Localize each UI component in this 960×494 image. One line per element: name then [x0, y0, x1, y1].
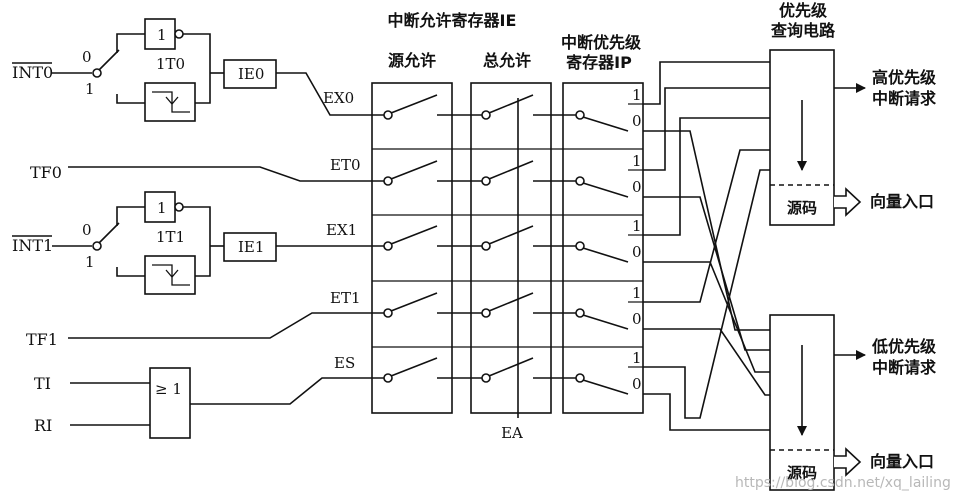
ri-label: RI: [34, 416, 52, 435]
source-enable-label: 源允许: [388, 51, 436, 70]
source-enable-box: [371, 82, 453, 414]
global-enable-box: [470, 82, 552, 414]
high-priority-query-box: [769, 49, 835, 226]
ip-bit-high: 1: [632, 217, 642, 235]
int1-inverter-symbol: 1: [157, 199, 167, 217]
low-vector-entry-arrow: [834, 447, 862, 477]
int0-selector-blade: [98, 49, 120, 71]
ip-bit-high: 1: [632, 349, 642, 367]
ip-bit-high: 1: [632, 284, 642, 302]
low-priority-wiring: [643, 130, 770, 431]
high-priority-wiring: [643, 61, 770, 419]
ie1-flag-box: [223, 232, 277, 262]
int1-inverter-bubble: [174, 202, 184, 212]
et0-label: ET0: [330, 156, 361, 174]
int0-input-block: INT0 0 1 1 1T0 IE0 EX0: [12, 18, 384, 122]
tf1-input-block: TF1 ET1: [26, 289, 384, 349]
ip-bit-low: 0: [632, 112, 642, 130]
register-row-dividers: [372, 148, 643, 348]
it1-label: 1T1: [156, 228, 185, 246]
high-priority-request-line1: 高优先级: [872, 68, 937, 87]
ie-register-title: 中断允许寄存器IE: [388, 11, 517, 30]
priority-circuit-title-line1: 优先级: [779, 1, 828, 20]
et1-label: ET1: [330, 289, 361, 307]
ex0-label: EX0: [323, 89, 354, 107]
serial-input-block: TI RI ≥ 1 ES: [34, 354, 384, 439]
ip-bit-labels: 1 0 1 0 1 0 1 0 1 0: [632, 86, 642, 393]
int1-selector-blade: [98, 222, 120, 244]
int0-zero-label: 0: [82, 48, 92, 66]
ip-bit-high: 1: [632, 86, 642, 104]
watermark-text: https://blog.csdn.net/xq_lailing: [735, 475, 951, 491]
int0-edge-detector: [144, 82, 196, 122]
int1-input-block: INT1 0 1 1 1T1 IE1 EX1: [12, 191, 384, 295]
ip-bit-low: 0: [632, 178, 642, 196]
ie0-flag-box: [223, 59, 277, 89]
high-vector-entry-label: 向量入口: [870, 192, 934, 211]
ip-bit-low: 0: [632, 375, 642, 393]
ti-label: TI: [34, 374, 51, 393]
int1-inverter-gate: [144, 191, 176, 223]
int1-one-label: 1: [85, 253, 95, 271]
it0-label: 1T0: [156, 55, 185, 73]
global-enable-switches: [481, 94, 576, 383]
int1-label: INT1: [12, 236, 53, 255]
high-vector-entry-arrow: [834, 187, 862, 217]
ip-bit-low: 0: [632, 310, 642, 328]
source-enable-switches: [383, 94, 482, 383]
or-gate: [149, 367, 191, 439]
low-priority-request-line1: 低优先级: [871, 337, 937, 356]
int0-label: INT0: [12, 63, 53, 82]
high-source-code-label: 源码: [787, 199, 817, 217]
global-enable-label: 总允许: [483, 51, 531, 70]
low-priority-request-line2: 中断请求: [872, 358, 937, 377]
tf0-input-block: TF0 ET0: [30, 156, 384, 182]
tf1-label: TF1: [26, 330, 58, 349]
ip-register-switches: [575, 110, 629, 395]
int0-one-label: 1: [85, 80, 95, 98]
ea-label: EA: [501, 424, 523, 442]
es-label: ES: [334, 354, 355, 372]
int1-zero-label: 0: [82, 221, 92, 239]
ip-register-title-line1: 中断优先级: [561, 33, 642, 52]
low-priority-query-box: [769, 314, 835, 491]
ip-register-box: [562, 82, 644, 414]
ex1-label: EX1: [326, 221, 357, 239]
ie0-label: IE0: [238, 65, 264, 83]
high-priority-request-line2: 中断请求: [872, 89, 937, 108]
int1-selector-pivot: [92, 241, 102, 251]
ie1-label: IE1: [238, 238, 264, 256]
low-source-code-label: 源码: [787, 464, 817, 482]
priority-circuit-title-line2: 查询电路: [771, 21, 836, 40]
ip-register-title-line2: 寄存器IP: [566, 53, 632, 72]
ip-bit-high: 1: [632, 152, 642, 170]
int0-inverter-symbol: 1: [157, 26, 167, 44]
ip-bit-low: 0: [632, 243, 642, 261]
ip-bit-ticks: [628, 103, 643, 368]
int0-inverter-gate: [144, 18, 176, 50]
or-gate-symbol: ≥ 1: [155, 380, 182, 398]
int0-selector-pivot: [92, 68, 102, 78]
tf0-label: TF0: [30, 163, 62, 182]
int0-inverter-bubble: [174, 29, 184, 39]
low-vector-entry-label: 向量入口: [870, 452, 934, 471]
